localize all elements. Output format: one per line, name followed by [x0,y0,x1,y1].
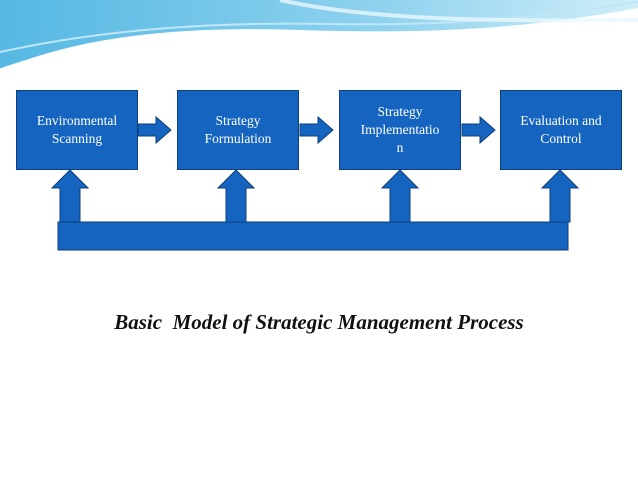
evaluation-and-control-box: Evaluation and Control [500,90,622,170]
strategy-formulation-box: Strategy Formulation [177,90,299,170]
right-arrow-1 [137,115,172,145]
up-arrow-2 [216,169,256,223]
header-wave-decoration [0,0,638,72]
up-arrow-1 [50,169,90,223]
up-arrow-3 [380,169,420,223]
environmental-scanning-box: Environmental Scanning [16,90,138,170]
right-arrow-3 [461,115,496,145]
feedback-bar [57,221,569,251]
strategy-implementation-box: Strategy Implementatio n [339,90,461,170]
up-arrow-4 [540,169,580,223]
diagram-caption: Basic Model of Strategic Management Proc… [114,310,524,334]
right-arrow-2 [299,115,334,145]
